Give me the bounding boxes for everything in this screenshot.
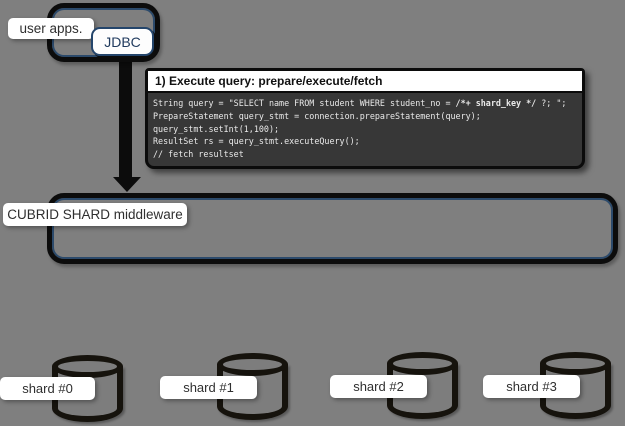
code-line: query_stmt.setInt(1,100); bbox=[153, 123, 280, 134]
jdbc-label-text: JDBC bbox=[104, 33, 141, 50]
code-line1-shard-key-hint: /*+ shard_key */ bbox=[455, 98, 537, 108]
middleware-label: CUBRID SHARD middleware bbox=[3, 203, 187, 226]
shard3-label: shard #3 bbox=[483, 375, 580, 398]
connector-arrowhead-icon bbox=[113, 177, 141, 192]
code-line: // fetch resultset bbox=[153, 149, 244, 160]
cylinder-top-ellipse bbox=[217, 353, 288, 376]
shard0-label-text: shard #0 bbox=[22, 381, 73, 396]
jdbc-to-middleware-connector bbox=[119, 56, 132, 178]
code-line: ResultSet rs = query_stmt.executeQuery()… bbox=[153, 136, 360, 147]
code-callout-title: 1) Execute query: prepare/execute/fetch bbox=[148, 71, 582, 93]
jdbc-box: JDBC bbox=[91, 27, 154, 56]
shard2-label-text: shard #2 bbox=[353, 379, 404, 394]
cylinder-top-ellipse bbox=[540, 352, 611, 375]
user-apps-label-text: user apps. bbox=[19, 21, 83, 36]
shard1-label-text: shard #1 bbox=[183, 380, 234, 395]
cylinder-top-ellipse bbox=[52, 355, 123, 378]
shard1-label: shard #1 bbox=[160, 376, 257, 399]
shard2-label: shard #2 bbox=[330, 375, 427, 398]
middleware-label-text: CUBRID SHARD middleware bbox=[7, 207, 183, 222]
code-line: PrepareStatement query_stmt = connection… bbox=[153, 110, 481, 121]
shard3-label-text: shard #3 bbox=[506, 379, 557, 394]
cylinder-top-ellipse bbox=[387, 352, 458, 375]
code-callout: 1) Execute query: prepare/execute/fetch … bbox=[145, 68, 585, 169]
code-line: String query = "SELECT name FROM student… bbox=[153, 97, 577, 110]
shard0-label: shard #0 bbox=[0, 377, 95, 400]
code-line1-prefix: String query = "SELECT name FROM student… bbox=[153, 98, 456, 108]
code-line1-suffix: ?; "; bbox=[536, 98, 567, 108]
code-callout-body: String query = "SELECT name FROM student… bbox=[148, 93, 582, 166]
user-apps-label: user apps. bbox=[8, 18, 94, 39]
